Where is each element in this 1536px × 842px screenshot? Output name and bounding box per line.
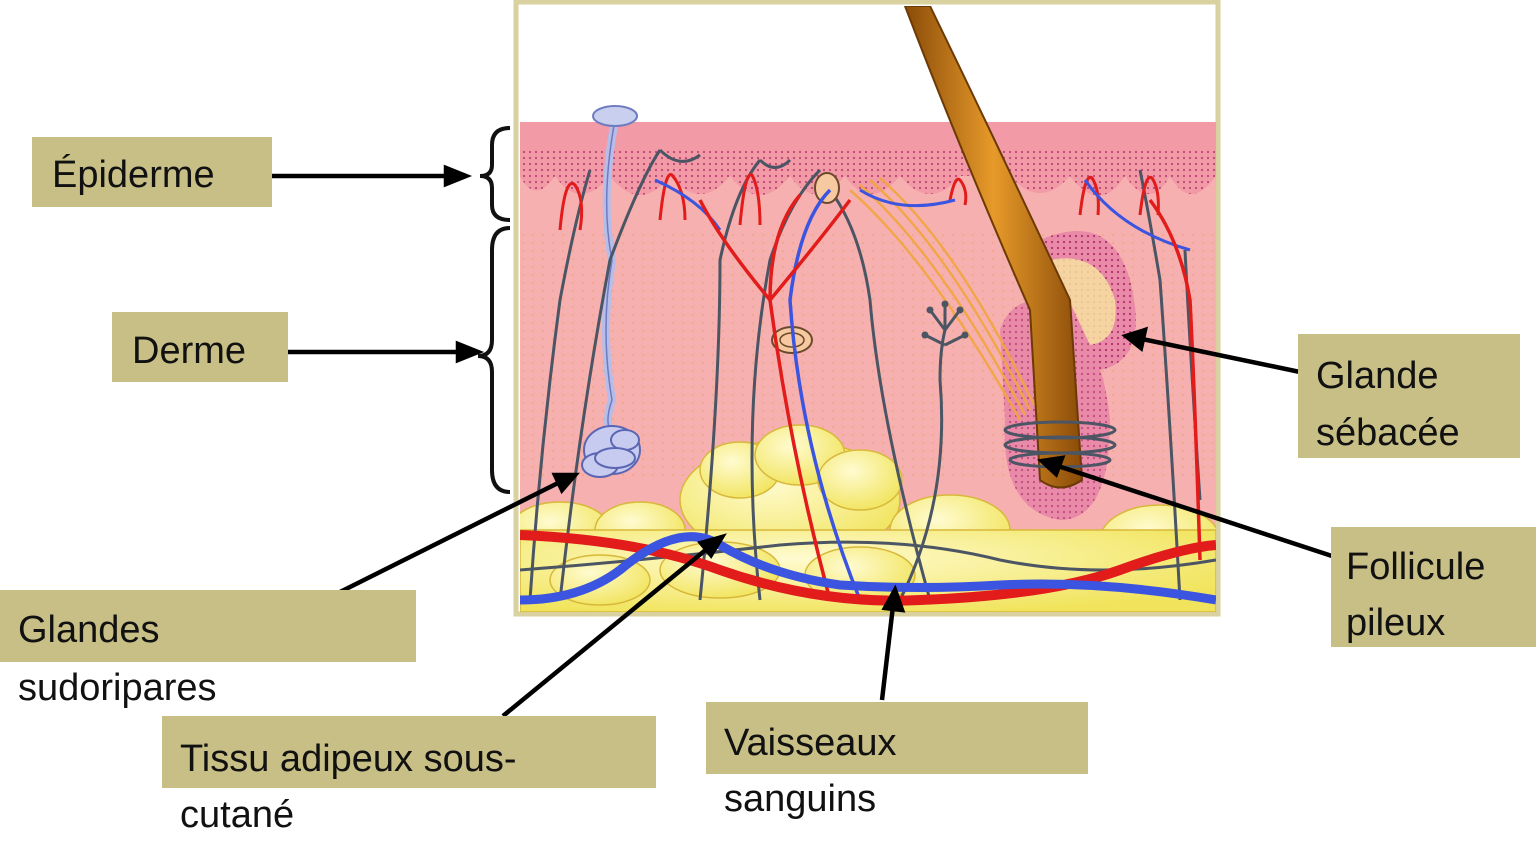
label-tissu-adipeux-line2: cutané	[180, 788, 294, 842]
label-tissu-adipeux-line1: Tissu adipeux sous-	[180, 732, 517, 786]
label-glandes-sudoripares-line2: sudoripares	[18, 661, 217, 715]
label-vaisseaux-line1: Vaisseaux	[724, 716, 897, 770]
label-vaisseaux-line2: sanguins	[724, 772, 876, 826]
brace-epiderme	[480, 128, 510, 220]
label-follicule-line2: pileux	[1346, 596, 1445, 650]
label-derme: Derme	[132, 324, 246, 378]
label-glandes-sudoripares-line1: Glandes	[18, 603, 160, 657]
label-epiderme: Épiderme	[52, 148, 215, 202]
brace-derme	[478, 228, 510, 492]
label-follicule-line1: Follicule	[1346, 540, 1485, 594]
label-glande-sebacee-line1: Glande	[1316, 349, 1439, 403]
label-glande-sebacee-line2: sébacée	[1316, 406, 1460, 460]
